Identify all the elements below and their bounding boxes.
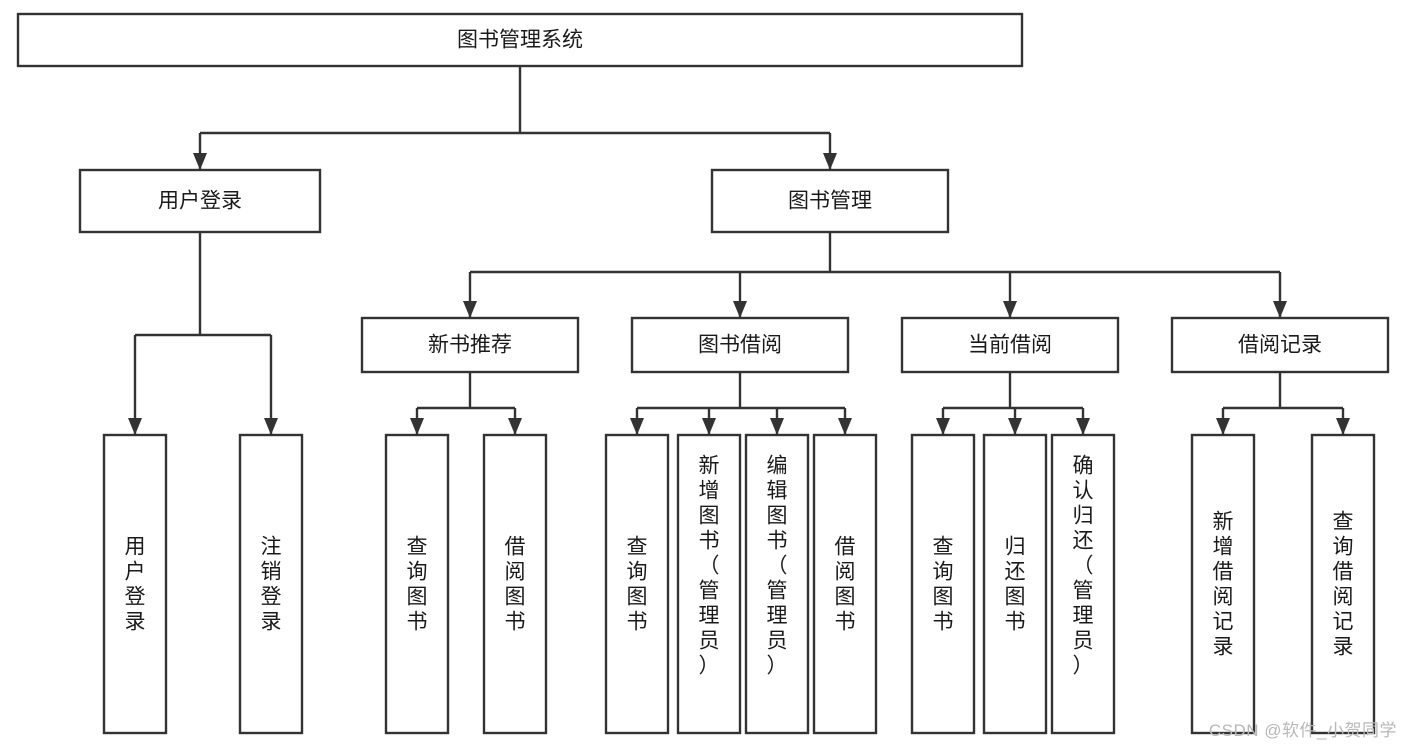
node-user-login[interactable]: 用户登录 bbox=[78, 168, 322, 234]
node-leaf-query-book-2[interactable]: 查询图书 bbox=[604, 433, 670, 735]
node-book-manage[interactable]: 图书管理 bbox=[710, 168, 950, 234]
connectors-layer bbox=[128, 66, 1350, 435]
user-login-to-leaves-arrow-1 bbox=[264, 418, 278, 435]
node-book-manage-label: 图书管理 bbox=[788, 190, 872, 213]
node-leaf-user-login-label: 用户登录 bbox=[125, 536, 146, 634]
book-borrow-to-leaves-arrow-2 bbox=[770, 418, 784, 435]
current-borrow-to-leaves-arrow-1 bbox=[1008, 418, 1022, 435]
node-borrow-record-box[interactable] bbox=[1170, 316, 1390, 374]
node-current-borrow-box[interactable] bbox=[900, 316, 1120, 374]
node-leaf-edit-book[interactable]: 编辑图书（管理员） bbox=[744, 433, 810, 735]
node-leaf-user-login[interactable]: 用户登录 bbox=[102, 433, 168, 735]
node-leaf-edit-book-box[interactable] bbox=[744, 433, 810, 735]
node-leaf-edit-book-label: 编辑图书（管理员） bbox=[767, 455, 788, 678]
node-leaf-borrow-book-2-label: 借阅图书 bbox=[835, 536, 856, 634]
node-leaf-query-book-1-box[interactable] bbox=[384, 433, 450, 735]
node-leaf-query-book-3[interactable]: 查询图书 bbox=[910, 433, 976, 735]
borrow-record-to-leaves-arrow-1 bbox=[1336, 418, 1350, 435]
node-leaf-add-book-box[interactable] bbox=[676, 433, 742, 735]
user-login-to-leaves-arrow-0 bbox=[128, 418, 142, 435]
node-book-manage-box[interactable] bbox=[710, 168, 950, 234]
current-borrow-to-leaves-arrow-0 bbox=[936, 418, 950, 435]
root-to-level2-arrow-0 bbox=[193, 153, 207, 170]
node-user-login-box[interactable] bbox=[78, 168, 322, 234]
node-borrow-record[interactable]: 借阅记录 bbox=[1170, 316, 1390, 374]
book-borrow-to-leaves-arrow-0 bbox=[630, 418, 644, 435]
new-book-rec-to-leaves-arrow-1 bbox=[508, 418, 522, 435]
node-new-book-rec-label: 新书推荐 bbox=[428, 334, 512, 357]
node-leaf-query-book-2-box[interactable] bbox=[604, 433, 670, 735]
node-leaf-query-book-1-label: 查询图书 bbox=[407, 536, 428, 634]
node-new-book-rec[interactable]: 新书推荐 bbox=[360, 316, 580, 374]
node-book-borrow[interactable]: 图书借阅 bbox=[630, 316, 850, 374]
node-borrow-record-label: 借阅记录 bbox=[1238, 334, 1322, 357]
node-leaf-user-login-box[interactable] bbox=[102, 433, 168, 735]
node-leaf-query-record-label: 查询借阅记录 bbox=[1333, 511, 1354, 659]
node-root-box[interactable] bbox=[16, 12, 1024, 68]
node-leaf-borrow-book-1[interactable]: 借阅图书 bbox=[482, 433, 548, 735]
current-borrow-to-leaves-arrow-2 bbox=[1076, 418, 1090, 435]
node-leaf-query-book-1[interactable]: 查询图书 bbox=[384, 433, 450, 735]
borrow-record-to-leaves-arrow-0 bbox=[1216, 418, 1230, 435]
bookmanage-to-level3-arrow-3 bbox=[1273, 301, 1287, 318]
node-root[interactable]: 图书管理系统 bbox=[16, 12, 1024, 68]
node-leaf-logout[interactable]: 注销登录 bbox=[238, 433, 304, 735]
root-to-level2-arrow-1 bbox=[823, 153, 837, 170]
node-leaf-query-book-3-box[interactable] bbox=[910, 433, 976, 735]
node-leaf-query-book-2-label: 查询图书 bbox=[627, 536, 648, 634]
node-leaf-add-record-box[interactable] bbox=[1190, 433, 1256, 735]
node-leaf-return-book[interactable]: 归还图书 bbox=[982, 433, 1048, 735]
node-book-borrow-box[interactable] bbox=[630, 316, 850, 374]
node-leaf-logout-label: 注销登录 bbox=[261, 536, 282, 634]
node-leaf-add-book-label: 新增图书（管理员） bbox=[699, 455, 720, 678]
node-leaf-add-record-label: 新增借阅记录 bbox=[1213, 511, 1234, 659]
node-leaf-borrow-book-2-box[interactable] bbox=[812, 433, 878, 735]
node-current-borrow-label: 当前借阅 bbox=[968, 334, 1052, 357]
node-leaf-borrow-book-1-box[interactable] bbox=[482, 433, 548, 735]
node-leaf-confirm-return-box[interactable] bbox=[1050, 433, 1116, 735]
node-leaf-query-book-3-label: 查询图书 bbox=[933, 536, 954, 634]
book-borrow-to-leaves-arrow-3 bbox=[838, 418, 852, 435]
node-leaf-add-record[interactable]: 新增借阅记录 bbox=[1190, 433, 1256, 735]
node-root-label: 图书管理系统 bbox=[457, 29, 583, 52]
node-book-borrow-label: 图书借阅 bbox=[698, 334, 782, 357]
node-leaf-return-book-box[interactable] bbox=[982, 433, 1048, 735]
node-leaf-add-book[interactable]: 新增图书（管理员） bbox=[676, 433, 742, 735]
bookmanage-to-level3-arrow-0 bbox=[463, 301, 477, 318]
bookmanage-to-level3-arrow-2 bbox=[1003, 301, 1017, 318]
node-new-book-rec-box[interactable] bbox=[360, 316, 580, 374]
node-leaf-confirm-return-label: 确认归还（管理员） bbox=[1073, 455, 1094, 678]
node-leaf-query-record[interactable]: 查询借阅记录 bbox=[1310, 433, 1376, 735]
node-leaf-query-record-box[interactable] bbox=[1310, 433, 1376, 735]
node-leaf-return-book-label: 归还图书 bbox=[1005, 536, 1026, 634]
node-leaf-borrow-book-2[interactable]: 借阅图书 bbox=[812, 433, 878, 735]
book-borrow-to-leaves-arrow-1 bbox=[702, 418, 716, 435]
node-leaf-borrow-book-1-label: 借阅图书 bbox=[505, 536, 526, 634]
nodes-layer: 图书管理系统用户登录图书管理新书推荐图书借阅当前借阅借阅记录用户登录注销登录查询… bbox=[16, 12, 1390, 735]
node-current-borrow[interactable]: 当前借阅 bbox=[900, 316, 1120, 374]
new-book-rec-to-leaves-arrow-0 bbox=[410, 418, 424, 435]
watermark-text: CSDN @软件_小贺同学 bbox=[1208, 721, 1397, 740]
bookmanage-to-level3-arrow-1 bbox=[733, 301, 747, 318]
node-leaf-logout-box[interactable] bbox=[238, 433, 304, 735]
node-leaf-confirm-return[interactable]: 确认归还（管理员） bbox=[1050, 433, 1116, 735]
node-user-login-label: 用户登录 bbox=[158, 190, 242, 213]
